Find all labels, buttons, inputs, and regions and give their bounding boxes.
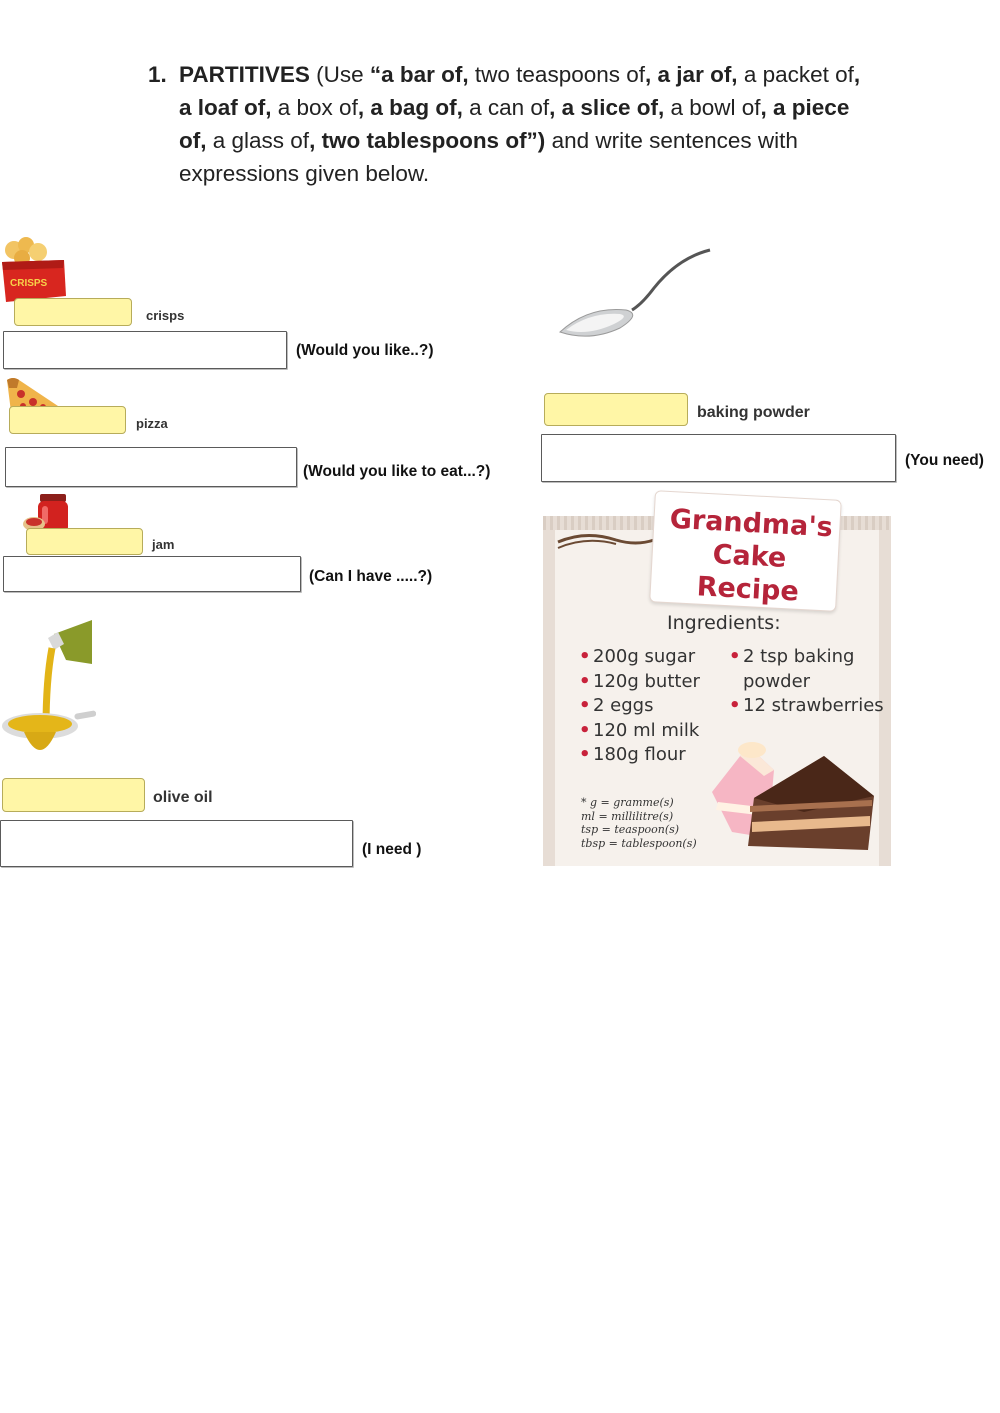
recipe-title: Grandma's Cake Recipe (660, 502, 840, 610)
abbreviation-line: ml = millilitre(s) (581, 809, 674, 823)
string-decoration (557, 534, 655, 549)
pizza-slice-image (7, 378, 61, 412)
olive-oil-prompt: (I need ) (362, 841, 422, 858)
ingredient-item: •120 ml milk (579, 719, 700, 741)
crisps-packet-label: CRISPS (10, 278, 48, 289)
abbreviation-key: * g = gramme(s) ml = millilitre(s) tsp =… (581, 796, 697, 850)
instruction-segment: , a jar of, (645, 62, 738, 87)
pizza-prompt: (Would you like to eat...?) (303, 463, 491, 480)
crisps-gap-input[interactable] (14, 298, 132, 326)
instruction-segment: , two tablespoons of”) (309, 128, 546, 153)
olive-oil-label: olive oil (153, 789, 213, 806)
baking-powder-answer-field[interactable] (541, 434, 896, 482)
ingredients-list-right: •2 tsp baking powder •12 strawberries (729, 645, 884, 719)
instruction-segment: PARTITIVES (179, 62, 310, 87)
crisps-answer-field[interactable] (3, 331, 287, 369)
jam-gap-input[interactable] (26, 528, 143, 555)
instruction-segment: a glass of (206, 128, 310, 153)
abbreviation-line: * g = gramme(s) (581, 796, 674, 809)
instruction-text: PARTITIVES (Use “a bar of, two teaspoons… (179, 58, 878, 190)
ingredient-item: •180g flour (579, 744, 686, 765)
instruction-segment: a box of (271, 95, 358, 120)
instruction-segment: “a bar of, (369, 62, 469, 87)
ingredient-item: •120g butter (579, 670, 700, 692)
instruction-segment: a can of (462, 95, 550, 120)
instruction: 1. PARTITIVES (Use “a bar of, two teaspo… (148, 58, 878, 190)
crisps-label: crisps (146, 308, 185, 323)
pizza-gap-input[interactable] (9, 406, 126, 434)
teaspoon-image (559, 248, 711, 337)
instruction-number: 1. (148, 62, 167, 87)
ingredients-heading: Ingredients: (667, 612, 781, 634)
ingredient-item: •2 eggs (579, 695, 654, 716)
baking-powder-gap-input[interactable] (544, 393, 688, 426)
abbreviation-line: tsp = teaspoon(s) (581, 823, 680, 836)
recipe-title-line2: Cake Recipe (696, 539, 800, 608)
jam-jar-image (23, 494, 68, 533)
ingredient-item: •2 tsp baking (729, 646, 855, 667)
cake-slices-image (712, 742, 874, 850)
instruction-segment: , a loaf of, (179, 62, 861, 120)
ingredient-item: •200g sugar (579, 646, 696, 667)
instruction-segment: (Use (309, 62, 370, 87)
jam-answer-field[interactable] (3, 556, 301, 592)
abbreviation-line: tbsp = tablespoon(s) (581, 836, 697, 850)
jam-prompt: (Can I have .....?) (309, 568, 433, 585)
baking-powder-label: baking powder (697, 404, 810, 421)
instruction-segment: , a bag of, (357, 95, 463, 120)
instruction-segment: a packet of (737, 62, 854, 87)
crisps-prompt: (Would you like..?) (296, 342, 434, 359)
olive-oil-gap-input[interactable] (2, 778, 145, 812)
instruction-segment: , a piece of, (179, 95, 850, 153)
jam-label: jam (152, 537, 175, 552)
baking-powder-prompt: (You need) (905, 452, 984, 469)
olive-oil-answer-field[interactable] (0, 820, 353, 867)
pizza-label: pizza (136, 416, 168, 431)
olive-oil-pour-image (2, 620, 96, 750)
instruction-segment: two teaspoons of (468, 62, 646, 87)
pizza-answer-field[interactable] (5, 447, 297, 487)
instruction-segment: a bowl of (664, 95, 761, 120)
ingredients-list-left: •200g sugar •120g butter •2 eggs •120 ml… (579, 645, 700, 768)
instruction-segment: and write sentences with expressions giv… (179, 128, 798, 186)
ingredient-item: •12 strawberries (729, 695, 884, 716)
crisps-packet-image: CRISPS (2, 237, 66, 302)
ingredient-item-continued: powder (743, 670, 811, 692)
instruction-segment: , a slice of, (549, 95, 665, 120)
